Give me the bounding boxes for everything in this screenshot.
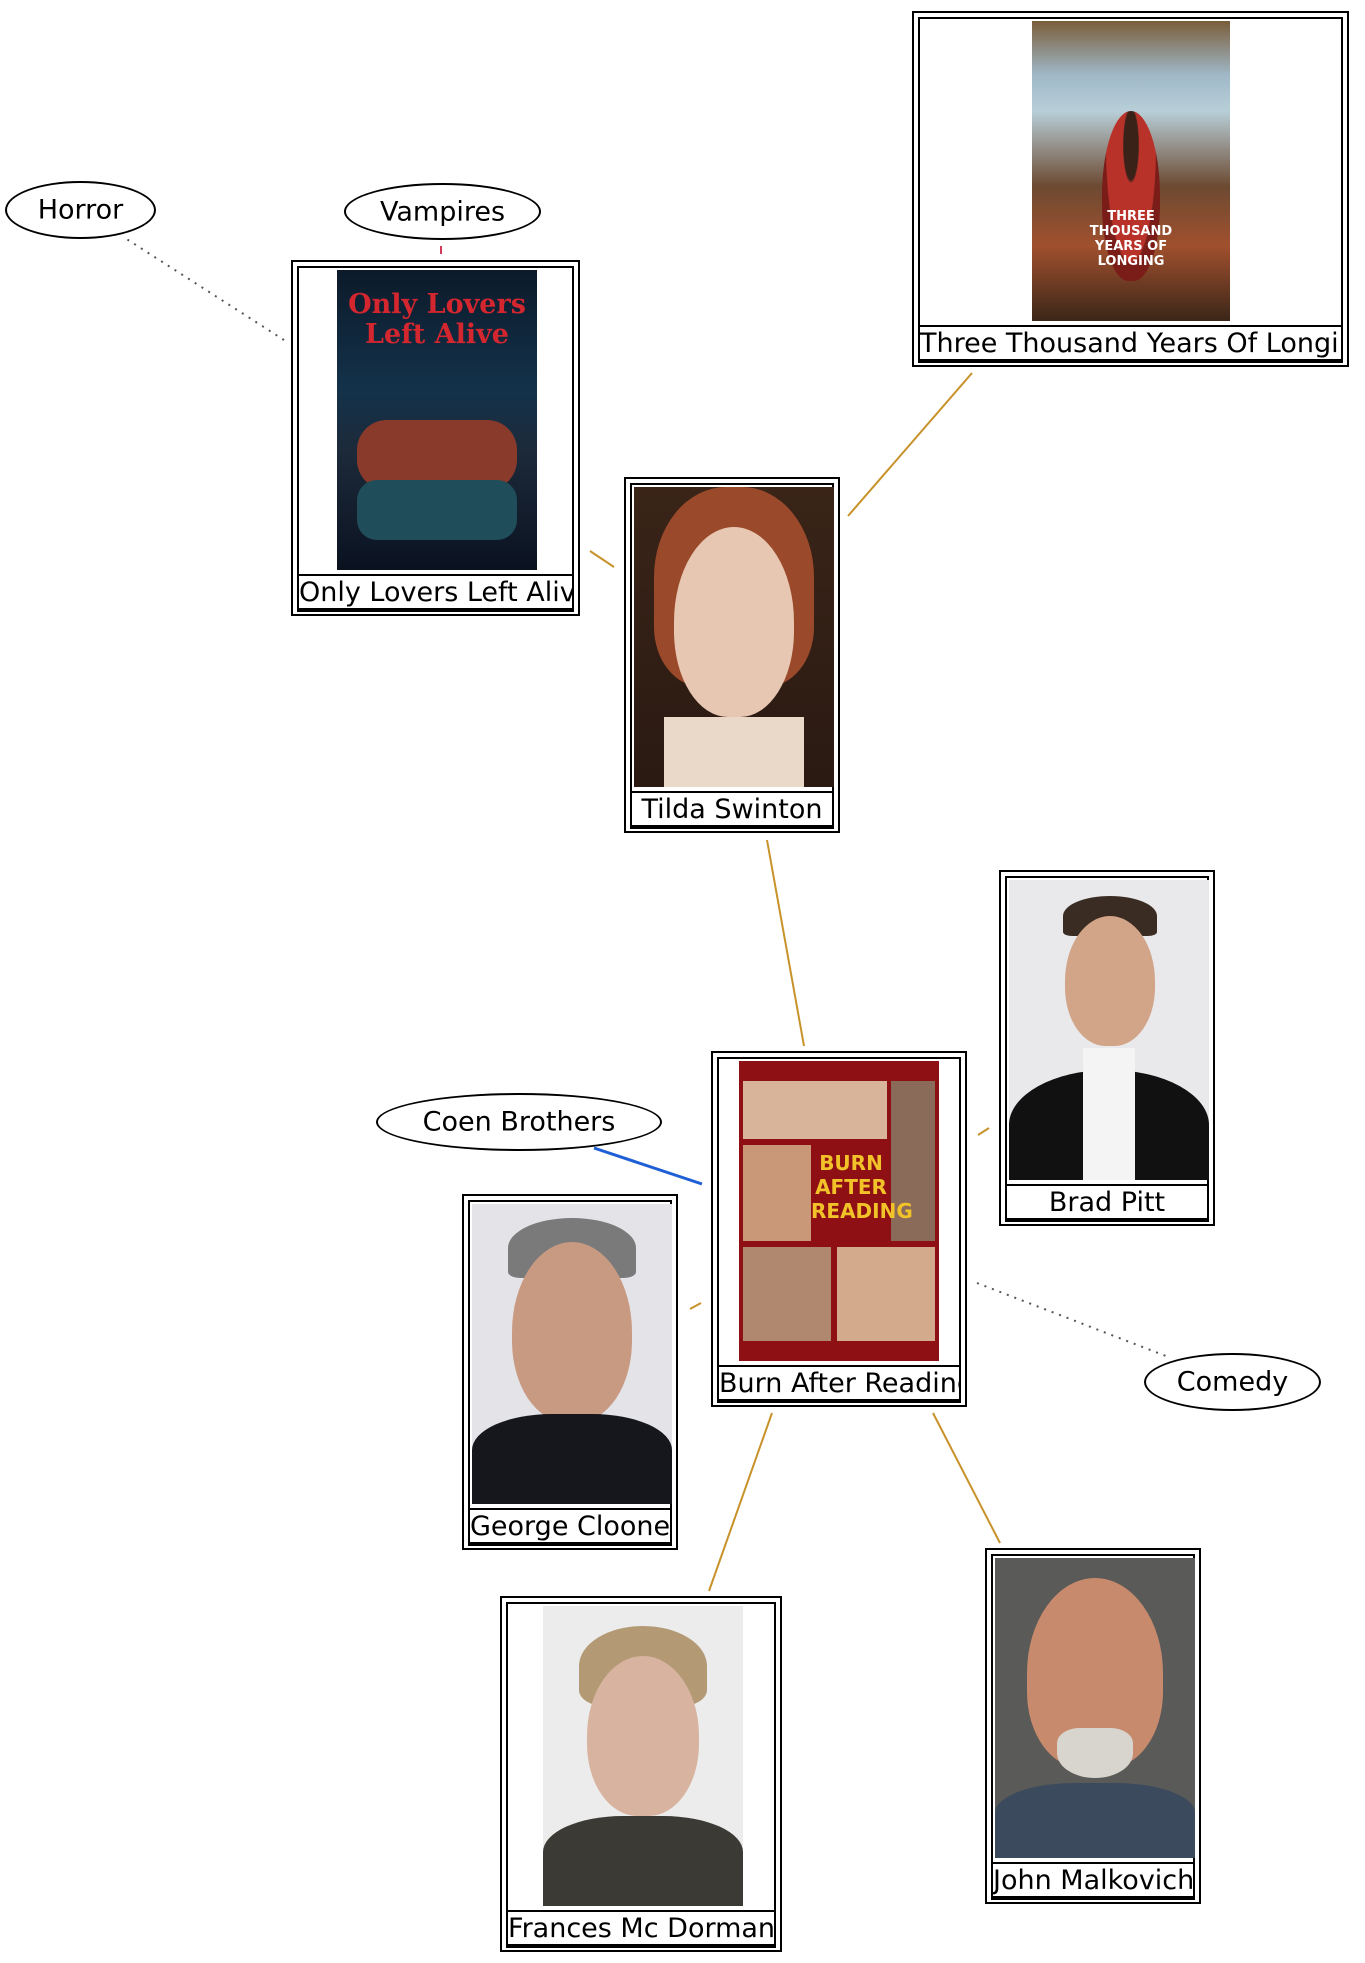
- node-george-clooney[interactable]: George Clooney: [462, 1194, 678, 1550]
- only-lovers-poster: Only Lovers Left Alive: [337, 270, 537, 570]
- edge-tilda-only-lovers: [589, 550, 615, 568]
- edge-tilda-three-thousand: [847, 372, 973, 517]
- node-frances-mc-dormand[interactable]: Frances Mc Dormand: [500, 1596, 782, 1952]
- label-burn-after-reading: Burn After Reading: [717, 1365, 961, 1403]
- three-thousand-poster: THREE THOUSAND YEARS OF LONGING: [1032, 21, 1230, 321]
- label-three-thousand-years: Three Thousand Years Of Longing: [918, 325, 1343, 363]
- label-only-lovers-left-alive: Only Lovers Left Alive: [297, 574, 574, 612]
- label-george-clooney: George Clooney: [468, 1508, 672, 1546]
- edge-burn-after-george: [689, 1302, 702, 1310]
- edge-burn-after-tilda: [766, 839, 805, 1047]
- tag-horror[interactable]: Horror: [5, 181, 156, 239]
- george-clooney-photo: [472, 1204, 672, 1504]
- edge-burn-after-brad: [977, 1127, 990, 1136]
- label-frances-mc-dormand: Frances Mc Dormand: [506, 1910, 776, 1948]
- node-three-thousand-years[interactable]: THREE THOUSAND YEARS OF LONGING Three Th…: [912, 11, 1349, 367]
- node-only-lovers-left-alive[interactable]: Only Lovers Left Alive Only Lovers Left …: [291, 260, 580, 616]
- label-tilda-swinton: Tilda Swinton: [630, 791, 834, 829]
- only-lovers-poster-text: Only Lovers Left Alive: [348, 289, 526, 350]
- node-tilda-swinton[interactable]: Tilda Swinton: [624, 477, 840, 833]
- node-john-malkovich[interactable]: John Malkovich: [985, 1548, 1201, 1904]
- edge-burn-after-comedy: [976, 1282, 1172, 1359]
- john-malkovich-photo: [995, 1558, 1195, 1858]
- tag-comedy-label: Comedy: [1176, 1366, 1289, 1398]
- frances-mc-dormand-photo: [543, 1606, 743, 1906]
- burn-after-reading-poster-text: BURN AFTER READING: [811, 1151, 913, 1223]
- tag-vampires-label: Vampires: [379, 196, 506, 227]
- node-brad-pitt[interactable]: Brad Pitt: [999, 870, 1215, 1226]
- brad-pitt-photo: [1009, 880, 1209, 1180]
- node-burn-after-reading[interactable]: BURN AFTER READING Burn After Reading: [711, 1051, 967, 1407]
- edge-burn-after-coen: [593, 1146, 703, 1186]
- tag-coen-brothers[interactable]: Coen Brothers: [376, 1093, 662, 1151]
- tag-coen-brothers-label: Coen Brothers: [422, 1106, 616, 1138]
- tag-horror-label: Horror: [37, 194, 124, 226]
- label-john-malkovich: John Malkovich: [991, 1862, 1195, 1900]
- edge-only-lovers-horror: [124, 237, 285, 341]
- burn-after-reading-poster: BURN AFTER READING: [739, 1061, 939, 1361]
- tag-vampires[interactable]: Vampires: [344, 183, 541, 240]
- three-thousand-poster-text: THREE THOUSAND YEARS OF LONGING: [1089, 209, 1173, 269]
- tilda-swinton-photo: [634, 487, 834, 787]
- edge-burn-after-frances: [708, 1412, 773, 1592]
- tag-comedy[interactable]: Comedy: [1144, 1353, 1321, 1411]
- label-brad-pitt: Brad Pitt: [1005, 1184, 1209, 1222]
- edge-burn-after-john: [932, 1412, 1001, 1544]
